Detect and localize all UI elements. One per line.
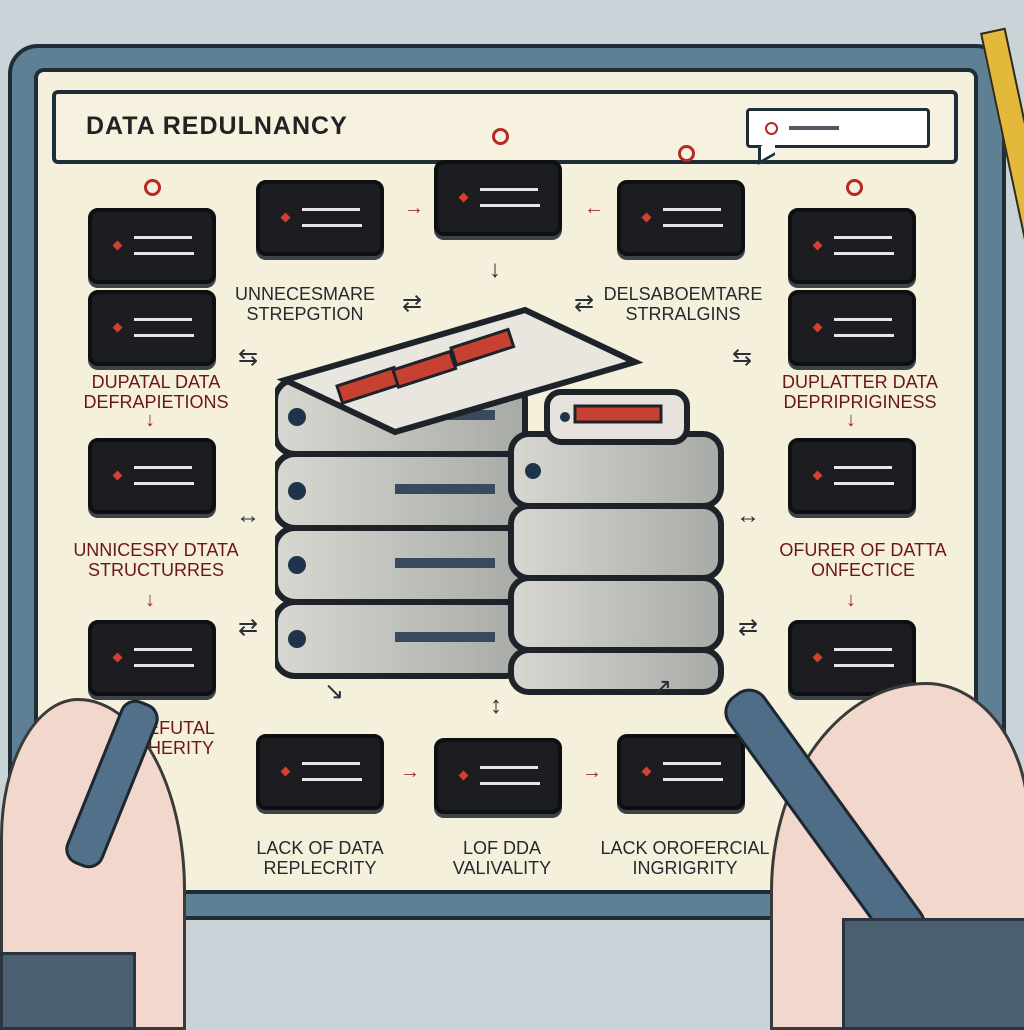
data-node[interactable]: [788, 438, 916, 514]
server-unit-left-2: [275, 451, 528, 531]
arrow-icon: ←: [584, 197, 604, 219]
search-line: [789, 126, 839, 130]
data-node[interactable]: [788, 290, 916, 366]
status-ring-icon: [846, 179, 863, 196]
arrow-icon: ↓: [846, 409, 856, 431]
arrow-icon: ↓: [489, 256, 501, 283]
data-node[interactable]: [788, 208, 916, 284]
arrow-icon: ↕: [490, 692, 502, 719]
right-sleeve: [842, 918, 1024, 1030]
data-node[interactable]: [88, 208, 216, 284]
arrow-icon: ↓: [846, 589, 856, 611]
server-unit-left-4: [275, 599, 528, 679]
arrow-icon: ⇆: [238, 344, 259, 371]
server-unit-small: [544, 389, 690, 445]
server-unit-left-3: [275, 525, 528, 605]
arrow-icon: ⇄: [574, 290, 595, 317]
arrow-icon: ↔: [236, 502, 260, 529]
arrow-icon: ⇆: [732, 344, 753, 371]
server-unit-right-2: [508, 503, 724, 581]
data-node[interactable]: [788, 620, 916, 696]
data-node[interactable]: [88, 620, 216, 696]
arrow-icon: ↔: [736, 502, 760, 529]
search-box[interactable]: [746, 108, 930, 148]
left-sleeve: [0, 952, 136, 1030]
status-ring-icon: [144, 179, 161, 196]
arrow-icon: →: [404, 197, 424, 219]
status-ring-icon: [678, 145, 695, 162]
arrow-icon: ⇄: [238, 614, 259, 641]
arrow-icon: ⇄: [738, 614, 759, 641]
arrow-icon: ↓: [145, 589, 155, 611]
arrow-icon: ↗: [652, 674, 673, 701]
search-icon: [765, 122, 778, 135]
arrow-icon: →: [400, 761, 420, 783]
server-unit-right-3: [508, 575, 724, 653]
server-stack: [275, 306, 724, 695]
page-title: DATA REDULNANCY: [86, 112, 348, 140]
arrow-icon: ⇄: [402, 290, 423, 317]
data-node[interactable]: [88, 290, 216, 366]
server-unit-right-4: [508, 647, 724, 695]
data-node[interactable]: [256, 180, 384, 256]
data-node[interactable]: [256, 734, 384, 810]
data-node[interactable]: [88, 438, 216, 514]
data-node[interactable]: [434, 738, 562, 814]
data-node[interactable]: [617, 734, 745, 810]
data-node[interactable]: [434, 160, 562, 236]
arrow-icon: ↓: [145, 409, 155, 431]
arrow-icon: ↘: [324, 678, 345, 705]
server-unit-top: [276, 306, 644, 436]
status-ring-icon: [492, 128, 509, 145]
arrow-icon: →: [582, 761, 602, 783]
data-node[interactable]: [617, 180, 745, 256]
